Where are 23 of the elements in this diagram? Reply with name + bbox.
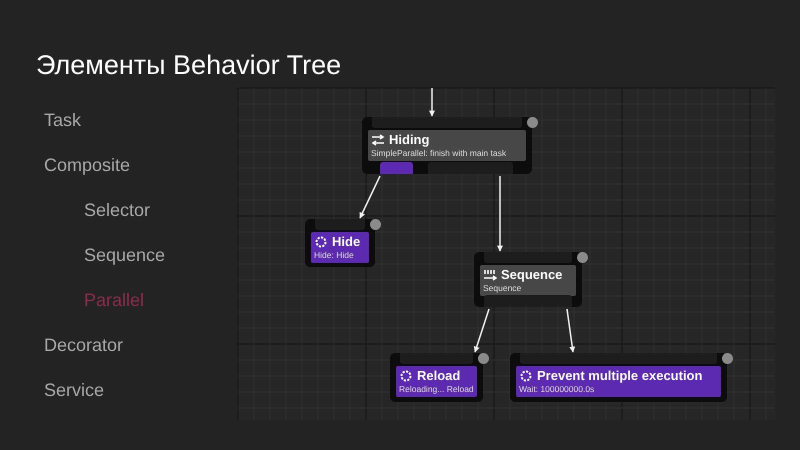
node-title: Reload	[417, 368, 460, 384]
arrow	[359, 176, 381, 219]
arrow	[566, 308, 576, 353]
list-item: Parallel	[84, 290, 144, 311]
node-description: Hide: Hide	[314, 250, 355, 261]
slide-title: Элементы Behavior Tree	[36, 50, 342, 81]
list-item: Service	[44, 380, 104, 401]
list-item: Decorator	[44, 335, 124, 356]
node-title: Hiding	[389, 132, 430, 148]
list-item: Sequence	[84, 245, 166, 266]
node-description: Sequence	[483, 283, 522, 294]
arrow	[429, 88, 435, 117]
node-title: Prevent multiple execution	[537, 368, 702, 384]
list-item: Task	[44, 110, 82, 131]
arrow	[474, 308, 490, 353]
arrow	[497, 176, 503, 252]
node-title: Hide	[332, 234, 360, 250]
node-title: Sequence	[501, 267, 562, 283]
node-description: SimpleParallel: finish with main task	[371, 148, 508, 159]
node-description: Reloading... Reload	[399, 384, 474, 395]
list-item: Selector	[84, 200, 150, 221]
list-item: Composite	[44, 155, 130, 176]
node-description: Wait: 100000000.0s	[519, 384, 596, 395]
